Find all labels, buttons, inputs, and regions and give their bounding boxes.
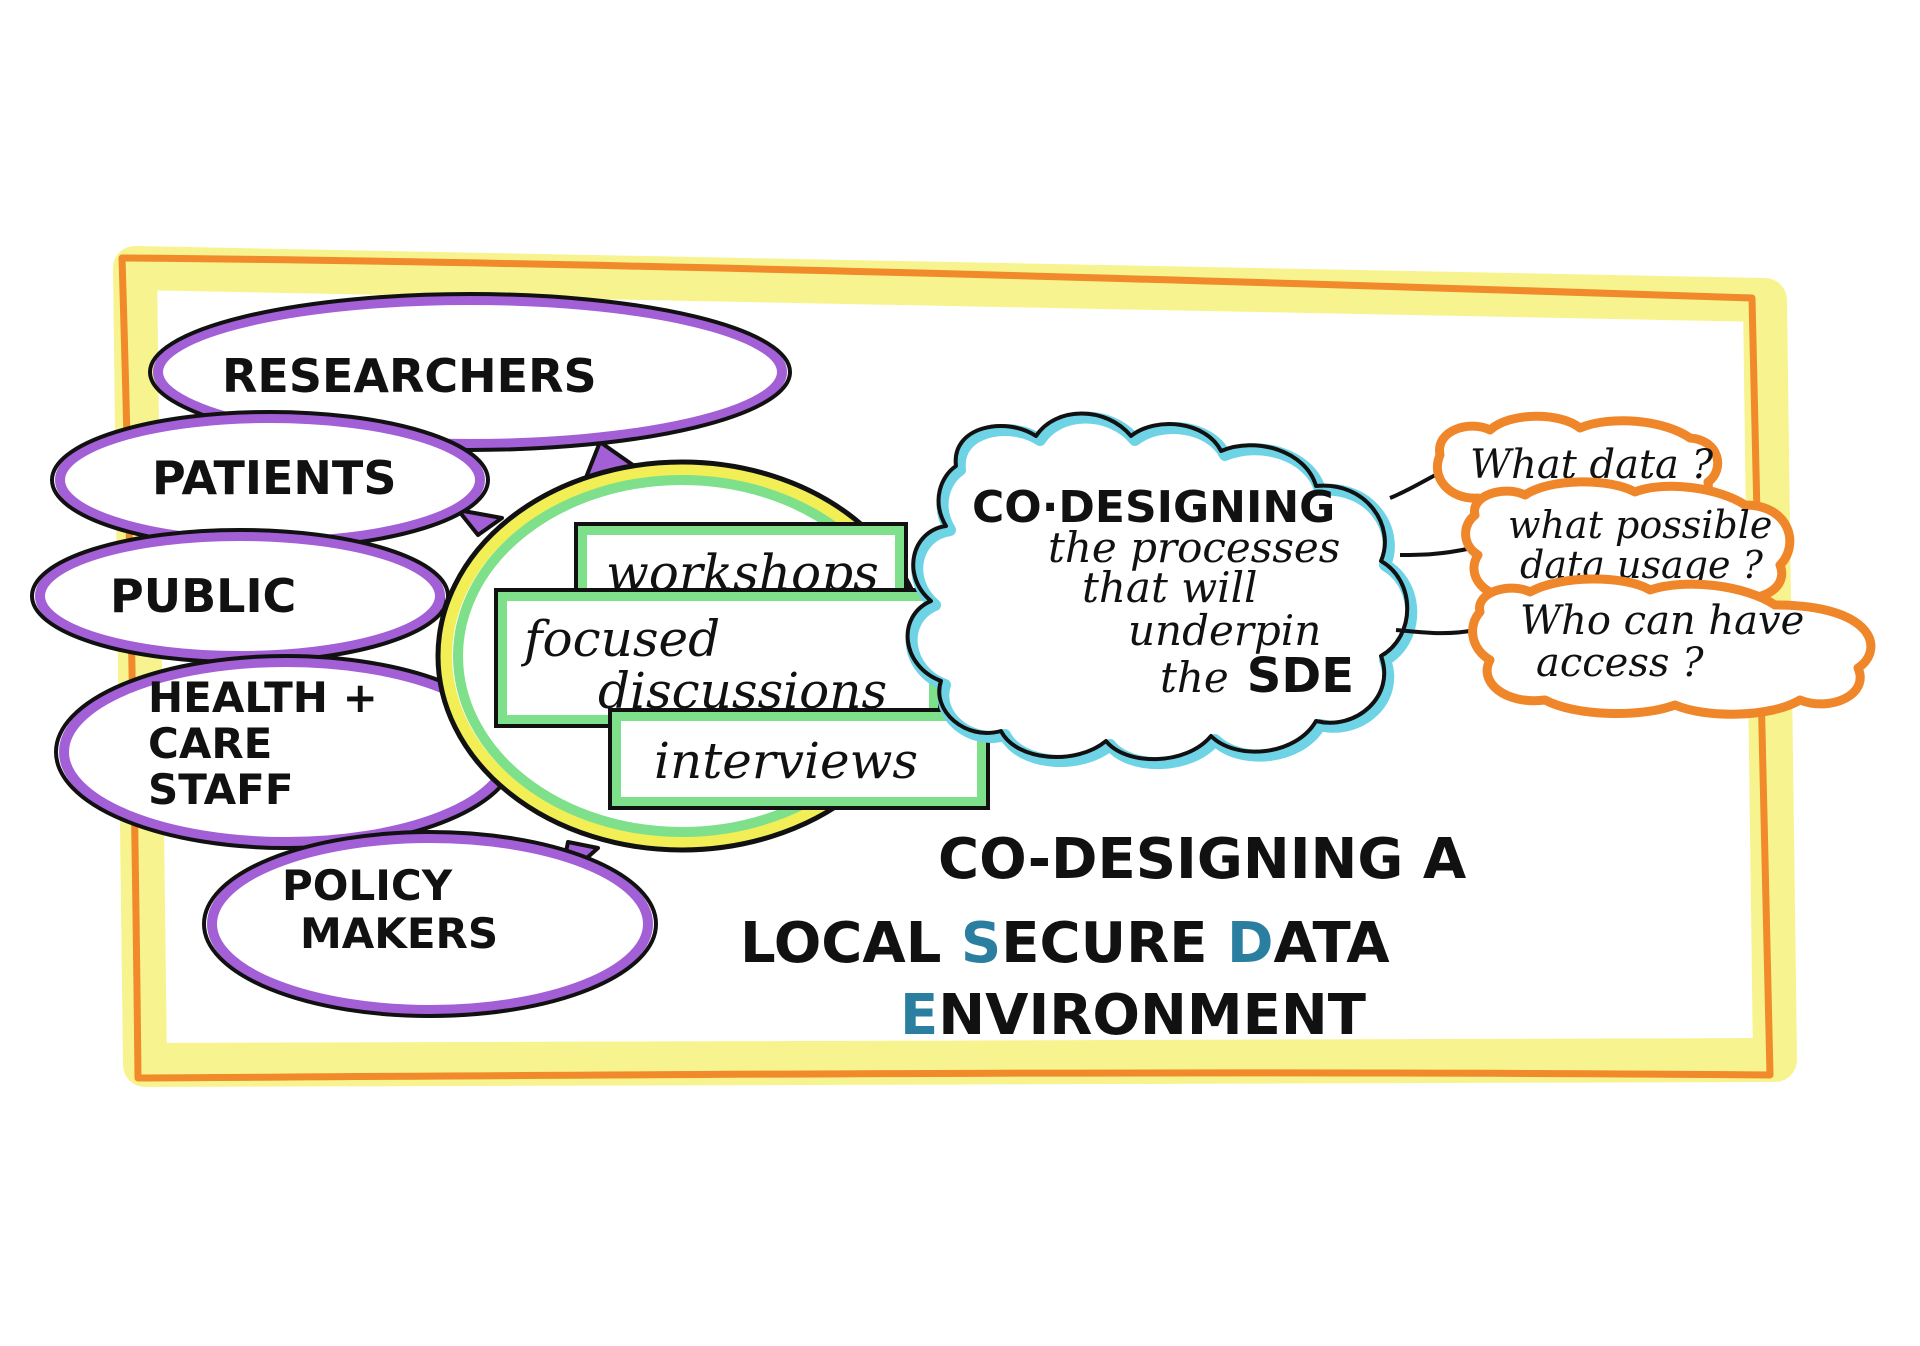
question-text-line: access ? <box>1536 640 1704 686</box>
hub-spike-upper-left <box>456 508 504 537</box>
stakeholder-ovals: RESEARCHERS PATIENTS PUBLIC HEALTH + CAR… <box>30 292 792 1018</box>
stakeholder-oval-outline <box>148 292 792 452</box>
title-line-2-prefix: LOCAL <box>740 911 961 976</box>
title-line-2: LOCAL SECURE DATA <box>740 911 1390 976</box>
stakeholder-oval-outline <box>202 830 658 1018</box>
stakeholder-label-line: HEALTH + <box>148 673 378 722</box>
cloud-shape <box>905 411 1418 770</box>
question-access: Who can have access ? <box>1468 574 1876 719</box>
stakeholder-label: PUBLIC <box>110 569 296 623</box>
stakeholder-label: PATIENTS <box>152 451 396 505</box>
title-letter-e: E <box>900 983 938 1048</box>
title-line-3-rest: NVIRONMENT <box>938 983 1366 1048</box>
method-box <box>611 711 987 807</box>
stakeholder-label-line: STAFF <box>148 765 294 814</box>
question-clouds: What data ? what possible data usage ? W… <box>1432 411 1876 719</box>
title-letter-s: S <box>961 911 1001 976</box>
question-text-line: Who can have <box>1520 598 1804 644</box>
stakeholder-oval-shape <box>153 295 787 449</box>
cloud-last-line: the SDE <box>1160 648 1354 704</box>
cloud-last-prefix: the <box>1160 653 1229 702</box>
method-interviews: interviews <box>608 708 990 810</box>
stakeholder-label: RESEARCHERS <box>222 349 597 403</box>
stakeholder-policy-makers: POLICY MAKERS <box>202 830 658 1018</box>
stakeholder-patients: PATIENTS <box>50 410 490 550</box>
method-focused-discussions: focused discussions <box>494 588 942 728</box>
cloud-line: the processes <box>1048 523 1340 572</box>
stakeholder-researchers: RESEARCHERS <box>148 292 792 452</box>
cloud-line: that will <box>1082 563 1257 612</box>
stakeholder-oval-shape <box>207 833 653 1015</box>
title-line-2-suffix: ATA <box>1273 911 1390 976</box>
title-line-1: CO-DESIGNING A <box>938 827 1467 892</box>
question-shape <box>1468 574 1876 719</box>
cloud-heading: CO·DESIGNING <box>972 482 1335 533</box>
method-label-line: focused <box>520 610 720 668</box>
connector-data-usage <box>1399 546 1473 557</box>
page-title: CO-DESIGNING A LOCAL SECURE DATA ENVIRON… <box>740 827 1467 1048</box>
connector-access <box>1395 628 1476 636</box>
cloud-last-bold: SDE <box>1247 648 1354 704</box>
stakeholder-public: PUBLIC <box>30 528 450 664</box>
title-line-3: ENVIRONMENT <box>900 983 1366 1048</box>
stakeholder-label-line: MAKERS <box>300 909 498 958</box>
question-text-line: what possible <box>1508 503 1772 547</box>
stakeholder-label-line: CARE <box>148 719 272 768</box>
stakeholder-label-line: POLICY <box>282 861 453 910</box>
title-line-2-mid: ECURE <box>1001 911 1227 976</box>
title-letter-d: D <box>1227 911 1273 976</box>
method-box-outline <box>608 708 990 810</box>
cloud-line: underpin <box>1128 606 1321 655</box>
methods-hub: workshops focused discussions interviews <box>435 459 990 853</box>
cloud-outline <box>905 411 1410 762</box>
stakeholder-health-care-staff: HEALTH + CARE STAFF <box>54 654 518 850</box>
codesign-cloud: CO·DESIGNING the processes that will und… <box>905 411 1418 770</box>
method-label: interviews <box>654 732 918 790</box>
